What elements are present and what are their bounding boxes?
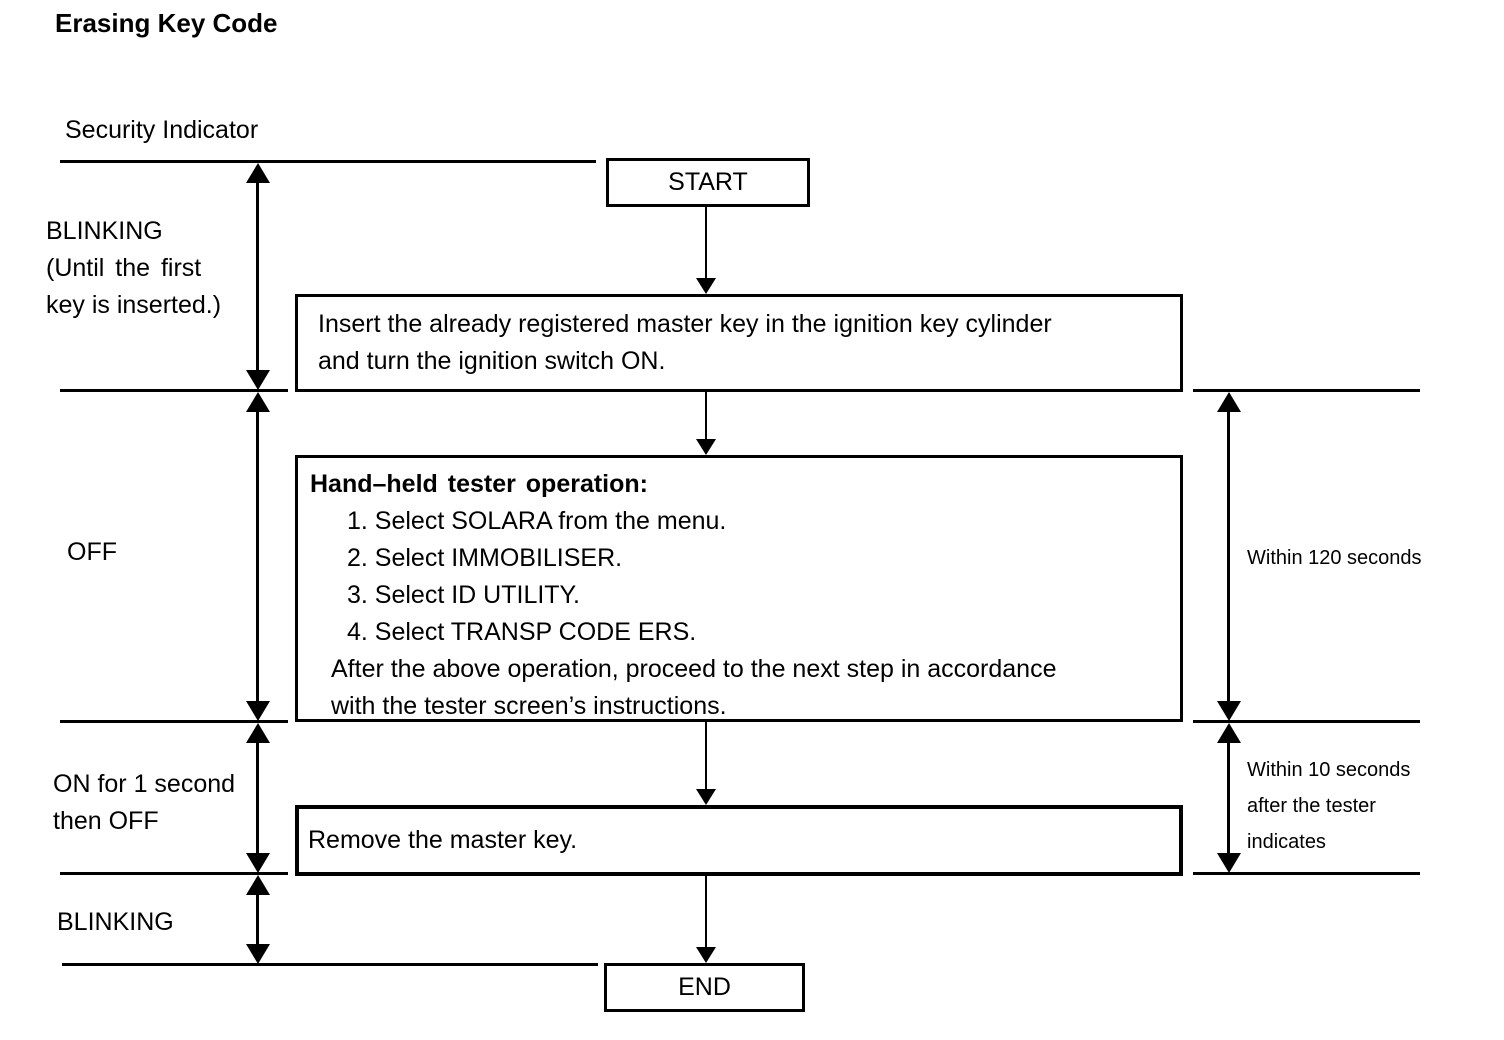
end-box: END	[604, 963, 805, 1012]
double-arrow-blinking-first	[246, 163, 270, 390]
timeline-right-line-2	[1193, 720, 1420, 723]
tester-item-4: 4. Select TRANSP CODE ERS.	[347, 618, 697, 646]
arrow-shaft	[705, 722, 707, 791]
timeline-left-line-2	[60, 389, 288, 392]
on-then-off-label: ON for 1 second then OFF	[53, 766, 235, 840]
security-indicator-label: Security Indicator	[65, 116, 259, 144]
arrow-shaft	[256, 729, 259, 867]
arrowhead-down-icon	[1217, 853, 1241, 873]
tester-item-3: 3. Select ID UTILITY.	[347, 581, 580, 609]
blinking-first-line2: (Until the first	[46, 254, 202, 282]
arrow-shaft	[705, 876, 707, 949]
arrowhead-down-icon	[246, 853, 270, 873]
tester-note-line1: After the above operation, proceed to th…	[331, 655, 1057, 683]
blinking-first-label: BLINKING (Until the first key is inserte…	[46, 213, 221, 324]
tester-operation-box: Hand–held tester operation: 1. Select SO…	[295, 455, 1183, 722]
remove-key-label: Remove the master key.	[308, 826, 578, 854]
flow-arrow-start-to-insert	[696, 207, 716, 294]
blinking-first-line3: key is inserted.)	[46, 291, 222, 319]
security-indicator-line	[60, 160, 596, 163]
arrow-shaft	[256, 398, 259, 715]
double-arrow-within-120	[1217, 392, 1241, 721]
flow-arrow-tester-to-remove	[696, 722, 716, 805]
timeline-left-line-3	[60, 720, 288, 723]
arrowhead-down-icon	[696, 789, 716, 805]
within-10-line1: Within 10 seconds	[1247, 759, 1411, 781]
arrowhead-down-icon	[1217, 701, 1241, 721]
timeline-left-line-5	[62, 963, 598, 966]
within-10-line2: after the tester	[1247, 795, 1376, 817]
diagram-title: Erasing Key Code	[55, 8, 278, 38]
tester-heading: Hand–held tester operation:	[310, 470, 648, 498]
arrow-shaft	[256, 169, 259, 384]
timeline-right-line-1	[1193, 389, 1420, 392]
remove-key-box: Remove the master key.	[295, 805, 1183, 876]
arrowhead-down-icon	[246, 944, 270, 964]
double-arrow-off	[246, 392, 270, 721]
on-then-off-line2: then OFF	[53, 807, 159, 835]
arrow-shaft	[705, 392, 707, 441]
end-label: END	[678, 973, 731, 1001]
start-label: START	[668, 168, 748, 196]
double-arrow-blinking-last	[246, 875, 270, 964]
double-arrow-on-then-off	[246, 723, 270, 873]
timeline-left-line-4	[60, 872, 288, 875]
insert-key-line1: Insert the already registered master key…	[318, 310, 1052, 338]
off-label: OFF	[67, 538, 117, 566]
within-10-label: Within 10 seconds after the tester indic…	[1247, 752, 1410, 860]
timeline-right-line-3	[1193, 872, 1420, 875]
insert-key-box: Insert the already registered master key…	[295, 294, 1183, 392]
start-box: START	[606, 158, 810, 207]
blinking-first-line1: BLINKING	[46, 217, 163, 245]
arrow-shaft	[256, 881, 259, 958]
arrow-shaft	[705, 207, 707, 280]
flow-arrow-insert-to-tester	[696, 392, 716, 455]
arrowhead-down-icon	[696, 439, 716, 455]
arrow-shaft	[1227, 729, 1230, 867]
tester-item-2: 2. Select IMMOBILISER.	[347, 544, 623, 572]
flow-arrow-remove-to-end	[696, 876, 716, 963]
on-then-off-line1: ON for 1 second	[53, 770, 236, 798]
tester-note-line2: with the tester screen’s instructions.	[331, 692, 727, 720]
within-10-line3: indicates	[1247, 831, 1326, 853]
within-120-label: Within 120 seconds	[1247, 547, 1422, 569]
insert-key-line2: and turn the ignition switch ON.	[318, 347, 666, 375]
arrowhead-down-icon	[246, 370, 270, 390]
tester-item-1: 1. Select SOLARA from the menu.	[347, 507, 727, 535]
arrowhead-down-icon	[696, 278, 716, 294]
double-arrow-within-10	[1217, 723, 1241, 873]
blinking-last-label: BLINKING	[57, 908, 174, 936]
arrowhead-down-icon	[696, 947, 716, 963]
arrowhead-down-icon	[246, 701, 270, 721]
arrow-shaft	[1227, 398, 1230, 715]
